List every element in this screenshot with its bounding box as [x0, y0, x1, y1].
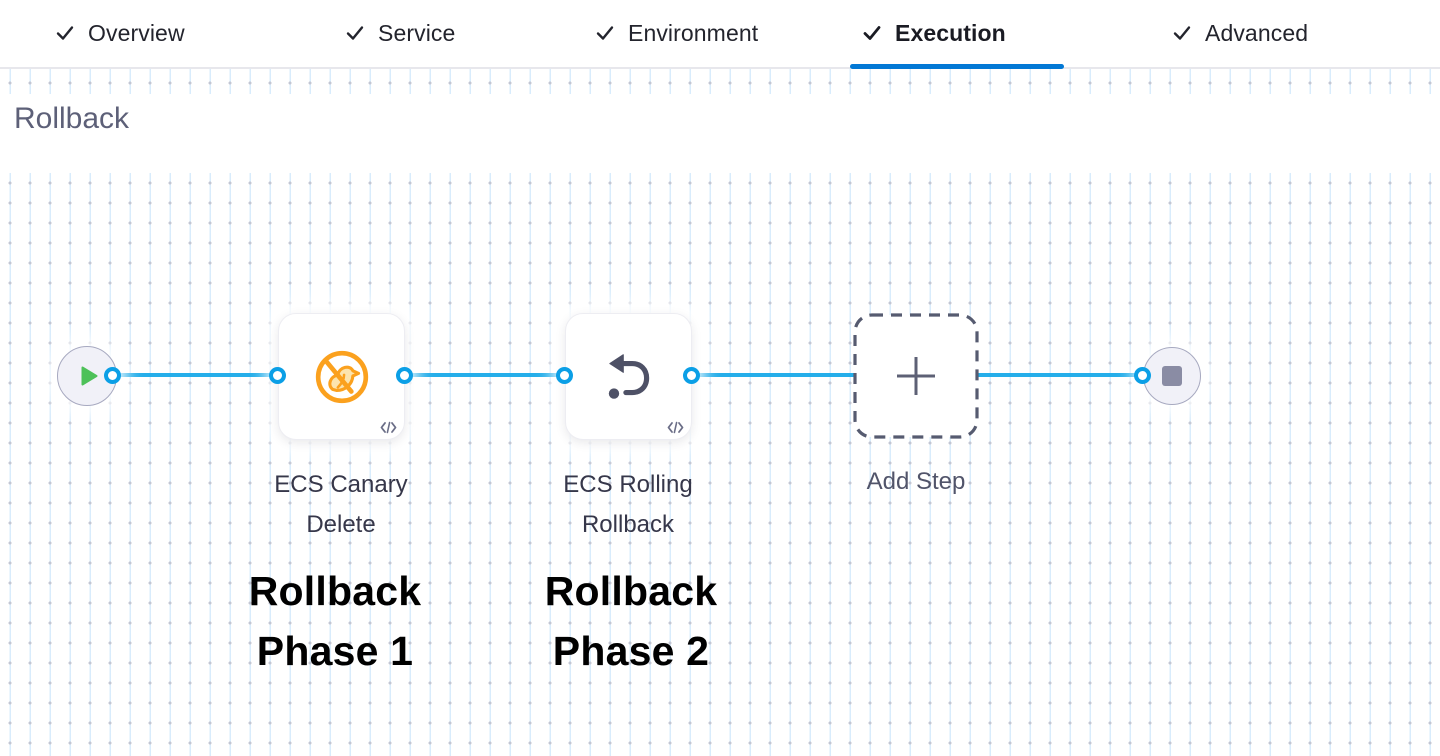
- canary-delete-icon: [313, 348, 371, 406]
- tab-execution[interactable]: Execution: [862, 0, 1006, 66]
- step-label-ecs-rolling-rollback: ECS Rolling Rollback: [563, 471, 693, 538]
- annotation-rollback-phase-1: Rollback Phase 1: [248, 568, 422, 674]
- tab-service[interactable]: Service: [345, 0, 455, 66]
- add-step-label: Add Step: [866, 468, 966, 495]
- tab-label: Advanced: [1205, 19, 1309, 46]
- add-step-button[interactable]: [853, 313, 979, 439]
- code-icon[interactable]: [667, 421, 684, 434]
- title-band: [0, 94, 1440, 173]
- step-card-ecs-canary-delete[interactable]: [278, 313, 405, 440]
- port-step2-out[interactable]: [683, 367, 700, 384]
- play-icon: [81, 366, 98, 386]
- port-step1-out[interactable]: [396, 367, 413, 384]
- code-icon[interactable]: [380, 421, 397, 434]
- stage-setup-tab-bar: Overview Service Environment Execution A…: [0, 0, 1440, 69]
- tab-environment[interactable]: Environment: [595, 0, 758, 66]
- check-icon: [55, 23, 75, 43]
- section-title: Rollback: [14, 102, 130, 135]
- tab-label: Environment: [628, 19, 759, 46]
- check-icon: [595, 23, 615, 43]
- tab-label: Service: [378, 19, 456, 46]
- port-step2-in[interactable]: [556, 367, 573, 384]
- edge-step1-to-step2: [405, 373, 565, 377]
- check-icon: [862, 23, 882, 43]
- check-icon: [1172, 23, 1192, 43]
- step-card-ecs-rolling-rollback[interactable]: [565, 313, 692, 440]
- check-icon: [345, 23, 365, 43]
- tab-overview[interactable]: Overview: [55, 0, 185, 66]
- edge-addstep-to-end: [976, 373, 1143, 377]
- active-tab-underline: [850, 64, 1064, 69]
- stop-icon: [1162, 366, 1182, 386]
- step-label-ecs-canary-delete: ECS Canary Delete: [274, 471, 408, 538]
- port-end-in[interactable]: [1134, 367, 1151, 384]
- rollback-icon: [600, 348, 658, 406]
- edge-step2-to-addstep: [692, 373, 856, 377]
- port-step1-in[interactable]: [269, 367, 286, 384]
- tab-label: Overview: [88, 19, 185, 46]
- pipeline-end-node: [1143, 347, 1201, 405]
- rollback-graph-canvas[interactable]: Rollback: [0, 69, 1440, 756]
- edge-start-to-step1: [113, 373, 278, 377]
- port-start-out[interactable]: [104, 367, 121, 384]
- annotation-rollback-phase-2: Rollback Phase 2: [544, 568, 718, 674]
- tab-advanced[interactable]: Advanced: [1172, 0, 1308, 66]
- tab-label: Execution: [895, 19, 1006, 46]
- plus-icon: [897, 357, 935, 395]
- pipeline-start-node: [57, 346, 117, 406]
